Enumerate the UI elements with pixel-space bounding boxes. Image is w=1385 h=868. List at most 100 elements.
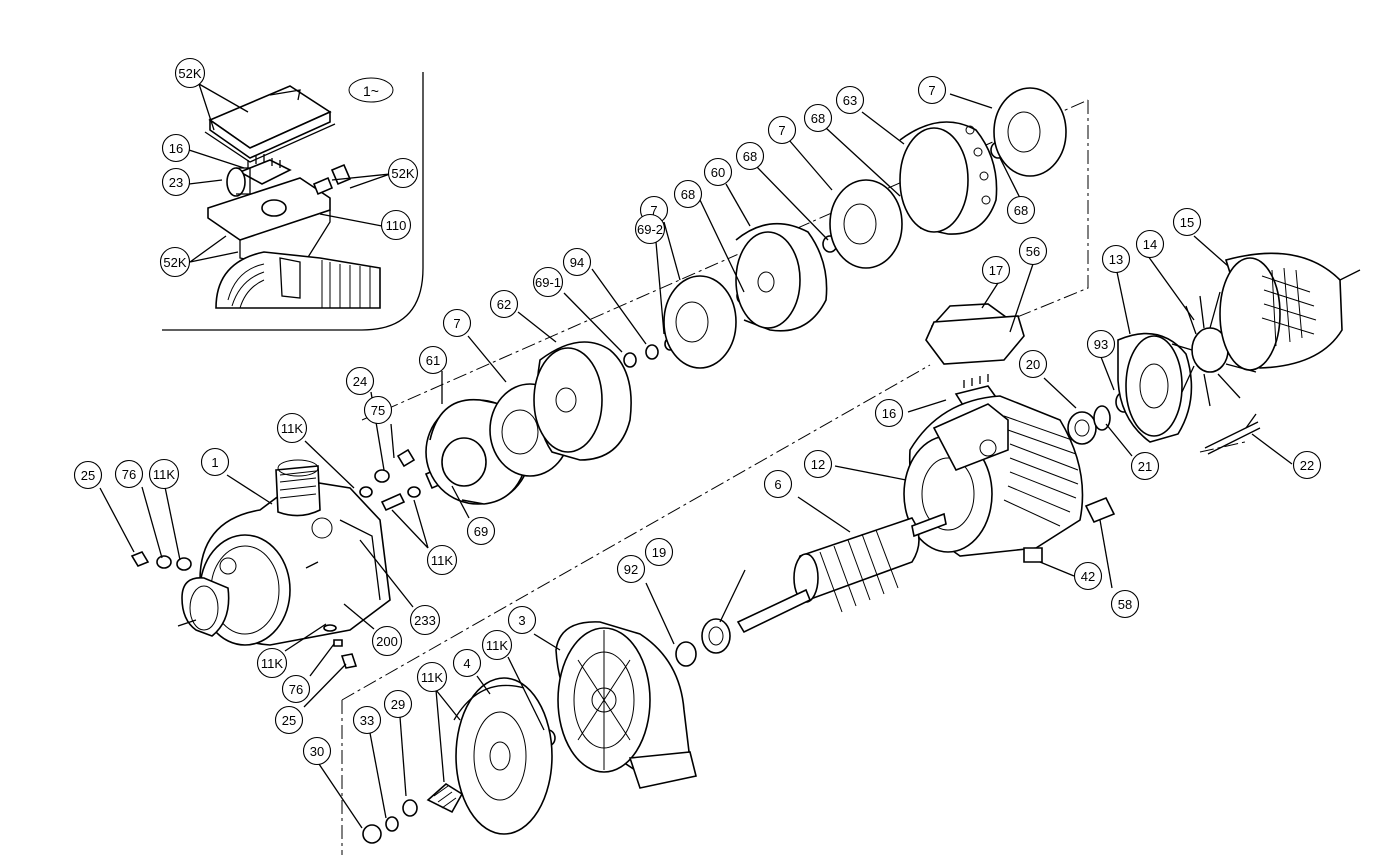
part-callout-16: 16	[161, 133, 191, 163]
inset-panel: 1~	[162, 72, 424, 331]
callout-circle	[1110, 589, 1140, 619]
callout-circle	[1006, 195, 1036, 225]
callout-label: 7	[778, 123, 785, 138]
motor-section	[675, 252, 1361, 667]
part-callout-56: 56	[1018, 236, 1048, 266]
part-callout-21: 21	[1130, 451, 1160, 481]
callout-circle	[371, 625, 403, 657]
callout-label: 11K	[431, 553, 453, 568]
callout-label: 11K	[281, 421, 303, 436]
callout-label: 69	[474, 524, 488, 539]
seal-housing	[362, 621, 697, 844]
part-callout-30: 30	[302, 736, 332, 766]
callout-circle	[416, 661, 448, 693]
callout-label: 68	[743, 149, 757, 164]
callout-label: 20	[1026, 357, 1040, 372]
part-callout-17: 17	[981, 255, 1011, 285]
callout-label: 22	[1300, 458, 1314, 473]
part-callout-13: 13	[1101, 244, 1131, 274]
callout-label: 4	[463, 656, 470, 671]
callout-circle	[874, 398, 904, 428]
callout-label: 58	[1118, 597, 1132, 612]
callout-circle	[442, 308, 472, 338]
part-callout-233: 233	[409, 604, 441, 636]
callout-circle	[835, 85, 865, 115]
part-callout-7: 7	[917, 75, 947, 105]
callout-label: 30	[310, 744, 324, 759]
callout-label: 16	[169, 141, 183, 156]
callout-circle	[673, 179, 703, 209]
part-callout-92: 92	[616, 554, 646, 584]
callout-circle	[256, 647, 288, 679]
phase-symbol: 1~	[363, 83, 379, 99]
callout-circle	[1086, 329, 1116, 359]
callout-circle	[1018, 349, 1048, 379]
phase-symbol-oval	[348, 77, 394, 103]
callout-label: 29	[391, 697, 405, 712]
callout-circle	[532, 266, 564, 298]
callout-circle	[345, 366, 375, 396]
callout-label: 15	[1180, 215, 1194, 230]
part-callout-68: 68	[1006, 195, 1036, 225]
callout-label: 94	[570, 255, 584, 270]
part-callout-63: 63	[835, 85, 865, 115]
part-callout-6: 6	[763, 469, 793, 499]
part-callout-25: 25	[73, 460, 103, 490]
callout-label: 110	[386, 218, 407, 233]
part-callout-61: 61	[418, 345, 448, 375]
callout-circle	[174, 57, 206, 89]
callout-circle	[363, 395, 393, 425]
part-callout-16: 16	[874, 398, 904, 428]
part-callout-200: 200	[371, 625, 403, 657]
callout-circle	[767, 115, 797, 145]
callout-label: 60	[711, 165, 725, 180]
callout-label: 6	[774, 477, 781, 492]
part-callout-4: 4	[452, 648, 482, 678]
callout-layer: 52K162352K11052K63768768686068769-29469-…	[73, 57, 1322, 766]
callout-circle	[634, 213, 666, 245]
part-callout-76: 76	[114, 459, 144, 489]
part-callout-52k: 52K	[174, 57, 206, 89]
callout-circle	[1130, 451, 1160, 481]
part-callout-11k: 11K	[276, 412, 308, 444]
part-callout-69-2: 69-2	[634, 213, 666, 245]
callout-label: 68	[811, 111, 825, 126]
part-callout-110: 110	[380, 209, 412, 241]
callout-label: 23	[169, 175, 183, 190]
callout-circle	[735, 141, 765, 171]
part-callout-19: 19	[644, 537, 674, 567]
callout-label: 19	[652, 545, 666, 560]
pump-casing	[130, 448, 448, 669]
callout-circle	[383, 689, 413, 719]
callout-label: 233	[414, 613, 436, 628]
part-callout-60: 60	[703, 157, 733, 187]
callout-label: 68	[1014, 203, 1028, 218]
leader-lines	[99, 83, 1293, 829]
part-callout-3: 3	[507, 605, 537, 635]
callout-circle	[489, 289, 519, 319]
callout-circle	[200, 447, 230, 477]
callout-circle	[466, 516, 496, 546]
part-callout-1: 1	[200, 447, 230, 477]
part-callout-62: 62	[489, 289, 519, 319]
callout-circle	[452, 648, 482, 678]
callout-label: 52K	[178, 66, 201, 81]
callout-circle	[1172, 207, 1202, 237]
callout-circle	[981, 255, 1011, 285]
callout-circle	[1292, 450, 1322, 480]
callout-label: 11K	[421, 670, 443, 685]
callout-label: 3	[518, 613, 525, 628]
callout-label: 62	[497, 297, 511, 312]
callout-label: 75	[371, 403, 385, 418]
part-callout-7: 7	[442, 308, 472, 338]
callout-label: 68	[681, 187, 695, 202]
callout-circle	[409, 604, 441, 636]
callout-circle	[803, 103, 833, 133]
part-callout-93: 93	[1086, 329, 1116, 359]
callout-circle	[1073, 561, 1103, 591]
part-callout-24: 24	[345, 366, 375, 396]
callout-label: 76	[289, 682, 303, 697]
callout-label: 33	[360, 713, 374, 728]
